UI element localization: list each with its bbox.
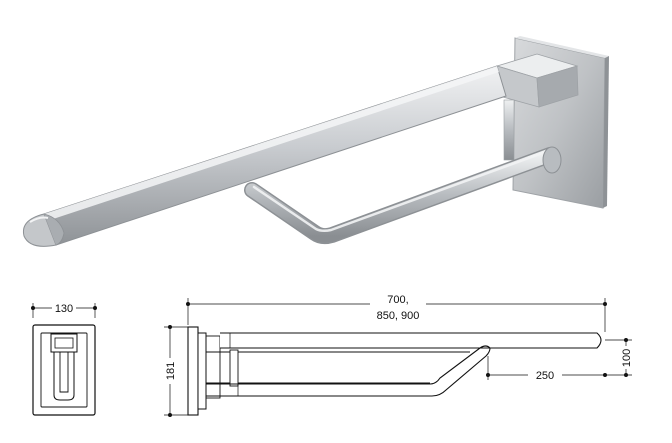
support-tube	[503, 99, 515, 161]
dimension-label-700: 700,	[387, 294, 408, 306]
main-arm	[22, 65, 507, 247]
lower-rail	[244, 146, 562, 245]
dimension-length: 700, 850, 900	[186, 294, 607, 332]
hinge-block	[495, 53, 579, 108]
product-render	[22, 36, 609, 247]
dimension-width: 130	[31, 303, 97, 318]
dimension-label-100: 100	[621, 349, 633, 367]
dimension-label-250: 250	[536, 370, 554, 382]
dimension-gap: 100	[605, 338, 633, 377]
dimension-label-850-900: 850, 900	[377, 310, 420, 322]
dimension-arm: 250	[486, 356, 607, 382]
dimension-height: 181	[164, 325, 188, 417]
front-view-drawing	[32, 324, 96, 416]
dimension-label-181: 181	[165, 362, 177, 380]
dimension-label-130: 130	[55, 303, 73, 315]
side-view-drawing	[187, 326, 602, 416]
